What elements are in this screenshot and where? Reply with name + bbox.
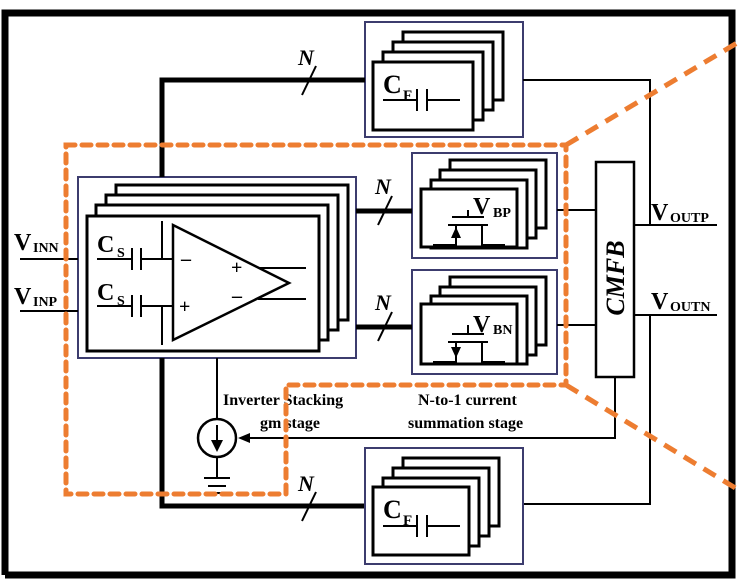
sum-stage-label-line1: N-to-1 current [418,392,517,409]
zoom-callout-line-bottom [564,382,742,495]
bus-width-top: N [297,45,315,70]
cmfb-block: CMFB [594,160,636,379]
vinn-sub: INN [33,241,59,256]
opamp-output-minus: – [231,285,243,307]
vbn-current-source-block: V BN [411,269,558,375]
cf-bottom-sub: F [403,513,412,529]
cf-bottom-label: C [383,495,402,524]
cmfb-label: CMFB [601,240,630,315]
capacitor-icon [383,89,460,111]
voutp-label: V [651,200,669,226]
cs-top-sub: S [117,246,125,261]
voutp-sub: OUTP [670,211,709,226]
capacitor-icon [383,515,460,537]
vinp-sub: INP [33,295,58,310]
opamp-output-plus: + [231,257,242,279]
zoom-callout-line-top [564,37,742,148]
vbn-sub: BN [493,323,512,338]
cs-bottom-sub: S [117,294,125,309]
pmos-transistor-icon [433,210,505,246]
bus-width-vbp: N [374,174,392,199]
capacitor-icon [97,295,173,317]
opamp-input-minus: – [180,248,192,270]
cf-top-sub: F [403,88,412,104]
ground-icon [204,477,230,494]
cs-top-label: C [97,232,114,258]
gm-stage-label-line1: Inverter Stacking [223,392,343,409]
bus-width-vbn: N [374,290,392,315]
sum-stage-label-line2: summation stage [408,415,523,432]
capacitor-icon [97,248,173,270]
voutn-label: V [651,289,669,315]
opamp-input-plus: + [179,296,190,318]
bus-width-bottom: N [297,471,315,496]
feedback-cap-block-bottom: C F [364,447,524,565]
voutn-sub: OUTN [670,300,710,315]
vbp-label: V [473,194,491,220]
nmos-transistor-icon [433,325,505,363]
vbp-current-source-block: V BP [411,152,558,259]
opamp-triangle-icon [171,222,292,343]
feedback-cap-block-top: C F [364,21,524,138]
outer-frame [1,9,736,579]
cf-top-label: C [383,70,402,99]
gm-stage-label-line2: gm stage [260,415,320,432]
vinn-label: V [14,230,32,256]
amplifier-stack: C S C S – + + – [77,176,357,359]
current-source-icon [196,417,238,459]
cs-bottom-label: C [97,280,114,306]
vbn-label: V [473,312,491,338]
vbp-sub: BP [493,206,511,221]
vinp-label: V [14,284,32,310]
